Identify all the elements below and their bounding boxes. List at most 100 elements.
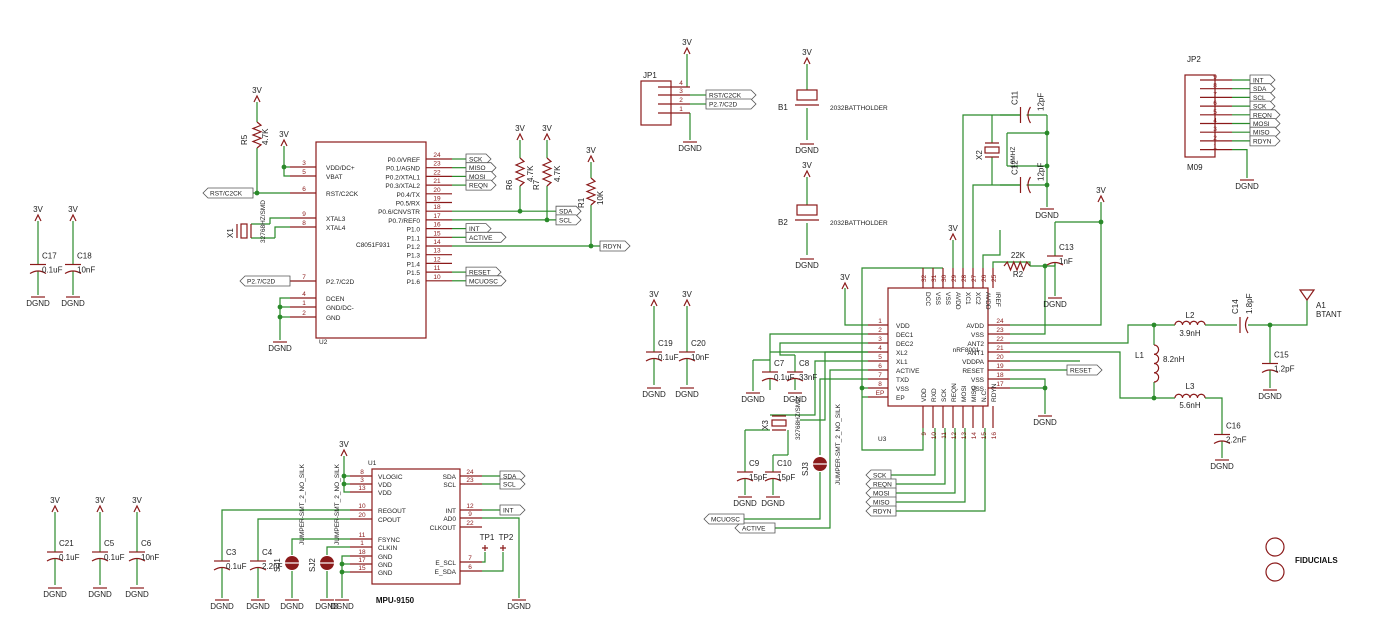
capacitor-icon xyxy=(786,377,804,382)
pin-label: P1.3 xyxy=(407,253,421,260)
cap-value: 0.1uF xyxy=(774,373,795,382)
cap-value: 1.8pF xyxy=(1245,293,1254,314)
junction xyxy=(1042,263,1048,269)
pin-number: 7 xyxy=(302,274,306,281)
ground-label: DGND xyxy=(43,590,67,599)
pin-number: 30 xyxy=(941,274,948,282)
pin-number: 2 xyxy=(878,327,882,334)
pin-number: 2 xyxy=(679,97,683,104)
pin-number: 9 xyxy=(302,211,306,218)
ic-ref: U3 xyxy=(878,436,887,443)
pin-number: 7 xyxy=(1213,91,1217,98)
pin-number: 15 xyxy=(981,432,988,440)
net-label: RST/C2CK xyxy=(210,191,243,198)
pin-number: 16 xyxy=(991,432,998,440)
ground-label: DGND xyxy=(1258,392,1282,401)
net-label: RST/C2CK xyxy=(709,93,742,100)
supply-arrow-icon xyxy=(51,504,59,513)
pin-label: AVDD xyxy=(984,292,991,310)
labels: 3VDD/DC+5VBAT6RST/C2CK9XTAL38XTAL47P2.7/… xyxy=(26,38,1342,611)
cap-ref: C14 xyxy=(1231,299,1240,314)
junction xyxy=(277,314,283,320)
ind-value: 5.6nH xyxy=(1179,401,1201,410)
ground-label: DGND xyxy=(675,390,699,399)
pin-number: 26 xyxy=(981,274,988,282)
supply-3v: 3V xyxy=(515,124,525,133)
pin-number: 9 xyxy=(1213,74,1217,81)
pin-label: P0.4/TX xyxy=(397,192,421,199)
pin-label: CLKIN xyxy=(378,545,397,552)
supply-3v: 3V xyxy=(682,38,692,47)
pin-number: 3 xyxy=(878,336,882,343)
antenna-value: BTANT xyxy=(1316,310,1342,319)
wire xyxy=(269,217,290,224)
net-label-flag xyxy=(499,504,526,516)
supply-3v: 3V xyxy=(132,496,142,505)
pin-number: 3 xyxy=(679,88,683,95)
capacitor-icon xyxy=(764,477,782,482)
ground-label: DGND xyxy=(280,602,304,611)
net-label-flag xyxy=(865,487,897,499)
wire xyxy=(1232,149,1248,178)
cap-value: 0.1uF xyxy=(658,353,679,362)
ground-label: DGND xyxy=(761,499,785,508)
net-label-flag xyxy=(555,214,582,226)
wire xyxy=(1010,324,1175,344)
ind-value: 3.9nH xyxy=(1179,329,1201,338)
pin-label: REGOUT xyxy=(378,508,406,515)
pin-label: VDD xyxy=(378,482,392,489)
pin-label: VDD xyxy=(378,490,392,497)
net-label: RESET xyxy=(469,270,491,277)
supply-3v: 3V xyxy=(802,48,812,57)
capacitor-icon xyxy=(128,557,146,562)
pin-number: 17 xyxy=(433,213,441,220)
supply-arrow-icon xyxy=(253,94,261,103)
pin-number: 11 xyxy=(434,265,441,272)
capacitor-icon xyxy=(1046,261,1064,266)
net-label: MCUOSC xyxy=(469,278,498,285)
pin-number: 25 xyxy=(991,274,998,282)
inductor-icon xyxy=(1174,320,1206,326)
crystal-ref: X2 xyxy=(975,150,984,160)
wire xyxy=(770,360,868,416)
supply-arrow-icon xyxy=(803,56,811,65)
junction xyxy=(1098,219,1104,225)
pin-number: 20 xyxy=(433,187,441,194)
cap-value: 0.1uF xyxy=(59,553,80,562)
pin-number: 14 xyxy=(971,432,978,440)
wire xyxy=(326,546,350,555)
cap-ref: C6 xyxy=(141,539,152,548)
supply-3v: 3V xyxy=(33,205,43,214)
wire xyxy=(482,517,520,598)
pin-number: 2 xyxy=(302,310,306,317)
wire xyxy=(274,226,290,238)
pin-label: P0.0/VREF xyxy=(387,157,420,164)
supply-arrow-icon xyxy=(841,281,849,290)
parts xyxy=(29,46,1316,601)
junction xyxy=(517,208,523,214)
pin-number: 1 xyxy=(302,300,306,307)
pin-label: CPOUT xyxy=(378,517,401,524)
crystal-icon xyxy=(236,223,252,239)
wire xyxy=(482,552,504,572)
pin-number: 4 xyxy=(1213,118,1217,125)
crystal-ref: X3 xyxy=(761,420,770,430)
pin-number: 1 xyxy=(679,106,683,113)
capacitor-icon xyxy=(678,357,696,362)
pin-label: P1.1 xyxy=(407,235,421,242)
pin-label: REQN xyxy=(951,383,958,402)
supply-3v: 3V xyxy=(542,124,552,133)
cap-value: 0.1uF xyxy=(42,266,63,275)
net-label-flag xyxy=(705,89,757,101)
pin-label: TXD xyxy=(896,377,909,384)
pin-label: VSS xyxy=(944,292,951,306)
jumper-value: JUMPER-SMT_2_NO_SILK xyxy=(835,403,842,485)
pin-label: P1.2 xyxy=(407,244,421,251)
pin-number: 11 xyxy=(941,432,948,439)
cap-ref: C15 xyxy=(1274,351,1289,360)
resistor-icon xyxy=(1003,260,1031,272)
capacitor-icon xyxy=(1027,106,1032,124)
pin-label: P0.3/XTAL2 xyxy=(385,183,420,190)
net-label: SDA xyxy=(1253,86,1267,93)
pin-label: P0.2/XTAL1 xyxy=(385,174,420,181)
